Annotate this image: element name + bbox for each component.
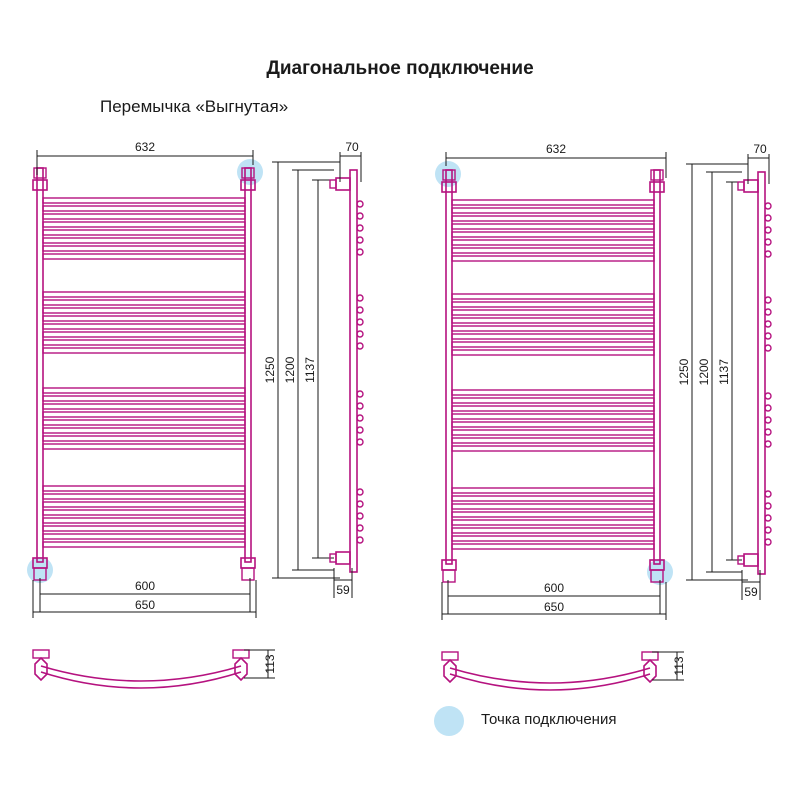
right-diagram: 632 600 650 1250 1200 1137 <box>435 142 772 691</box>
dim-axis-distance: 600 <box>544 581 564 595</box>
dim-width-top: 632 <box>135 140 155 154</box>
dim-height-axis: 1137 <box>303 357 317 383</box>
legend-label: Точка подключения <box>481 711 617 728</box>
dim-height-mid: 1200 <box>697 358 711 385</box>
radiator-front-view <box>32 167 256 581</box>
dim-bend-depth: 113 <box>672 656 686 675</box>
dim-depth-bottom: 59 <box>336 583 350 597</box>
dim-height-mid: 1200 <box>283 356 297 383</box>
dim-bend-depth: 113 <box>263 654 277 673</box>
dim-depth-top: 70 <box>753 142 767 156</box>
dim-height-axis: 1137 <box>717 359 731 385</box>
dim-width-bottom: 650 <box>544 600 564 614</box>
radiator-side-view <box>737 171 772 575</box>
dim-width-bottom: 650 <box>135 598 155 612</box>
radiator-top-view <box>441 651 659 691</box>
dim-width-top: 632 <box>546 142 566 156</box>
dim-height-total: 1250 <box>263 356 277 383</box>
page-subtitle: Перемычка «Выгнутая» <box>100 97 289 116</box>
dim-depth-top: 70 <box>345 140 359 154</box>
dim-depth-bottom: 59 <box>744 585 758 599</box>
connection-point-icon <box>647 559 673 585</box>
radiator-front-view <box>441 169 665 583</box>
connection-point-legend-icon <box>434 706 464 736</box>
radiator-top-view <box>32 649 250 689</box>
left-diagram: 632 600 650 1250 1200 1137 <box>27 140 364 689</box>
dim-height-total: 1250 <box>677 358 691 385</box>
radiator-side-view <box>329 169 364 573</box>
dim-axis-distance: 600 <box>135 579 155 593</box>
connection-point-icon <box>435 161 461 187</box>
page-title: Диагональное подключение <box>266 58 534 79</box>
